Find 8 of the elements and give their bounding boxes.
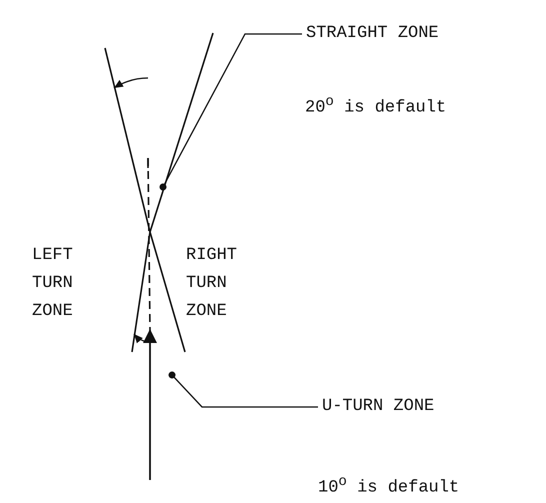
zone-label: U-TURN ZONE: [322, 393, 434, 421]
leader-line: [168, 372, 318, 408]
angle-note: 10$^{o}$ is default: [318, 473, 460, 500]
zone-label: RIGHT TURN ZONE: [186, 245, 238, 323]
zone-label: STRAIGHT ZONE: [306, 20, 439, 48]
leader-line: [160, 33, 302, 190]
zone-label: LEFT TURN ZONE: [32, 245, 74, 323]
angle-note: 20$^{o}$ is default: [305, 93, 446, 120]
